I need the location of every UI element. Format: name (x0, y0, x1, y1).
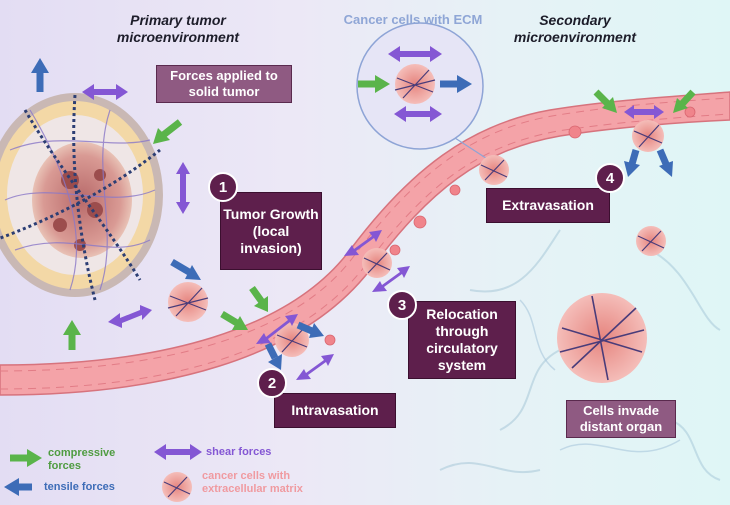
step-4-badge: 4 (595, 163, 625, 193)
step-2-label: Intravasation (274, 393, 396, 428)
forces-applied-label: Forces applied to solid tumor (156, 65, 292, 103)
step-1-badge: 1 (208, 172, 238, 202)
primary-tumor (0, 93, 163, 301)
step-4-label: Extravasation (486, 188, 610, 223)
cells-invade-label: Cells invade distant organ (566, 400, 676, 438)
step-3-badge: 3 (387, 290, 417, 320)
tensile-arrows (4, 58, 673, 496)
step-2-badge: 2 (257, 368, 287, 398)
step-3-label: Relocation through circulatory system (408, 301, 516, 379)
cell-clusters (162, 64, 666, 502)
legend-tensile: tensile forces (44, 481, 115, 493)
compressive-arrows (10, 75, 696, 467)
secondary-environment-heading: Secondary microenvironment (513, 12, 637, 45)
background-vessels (439, 229, 721, 481)
legend-compressive: compressive forces (48, 447, 116, 472)
ecm-fibres (519, 299, 681, 453)
primary-tumor-heading: Primary tumor microenvironment (116, 12, 240, 45)
legend-shear: shear forces (206, 446, 272, 458)
legend-cells-ecm: cancer cells with extracellular matrix (202, 470, 303, 495)
vessel-cells (324, 106, 696, 346)
inset-heading: Cancer cells with ECM (343, 12, 483, 27)
shear-arrows (82, 46, 664, 460)
step-1-label: Tumor Growth (local invasion) (220, 192, 322, 270)
